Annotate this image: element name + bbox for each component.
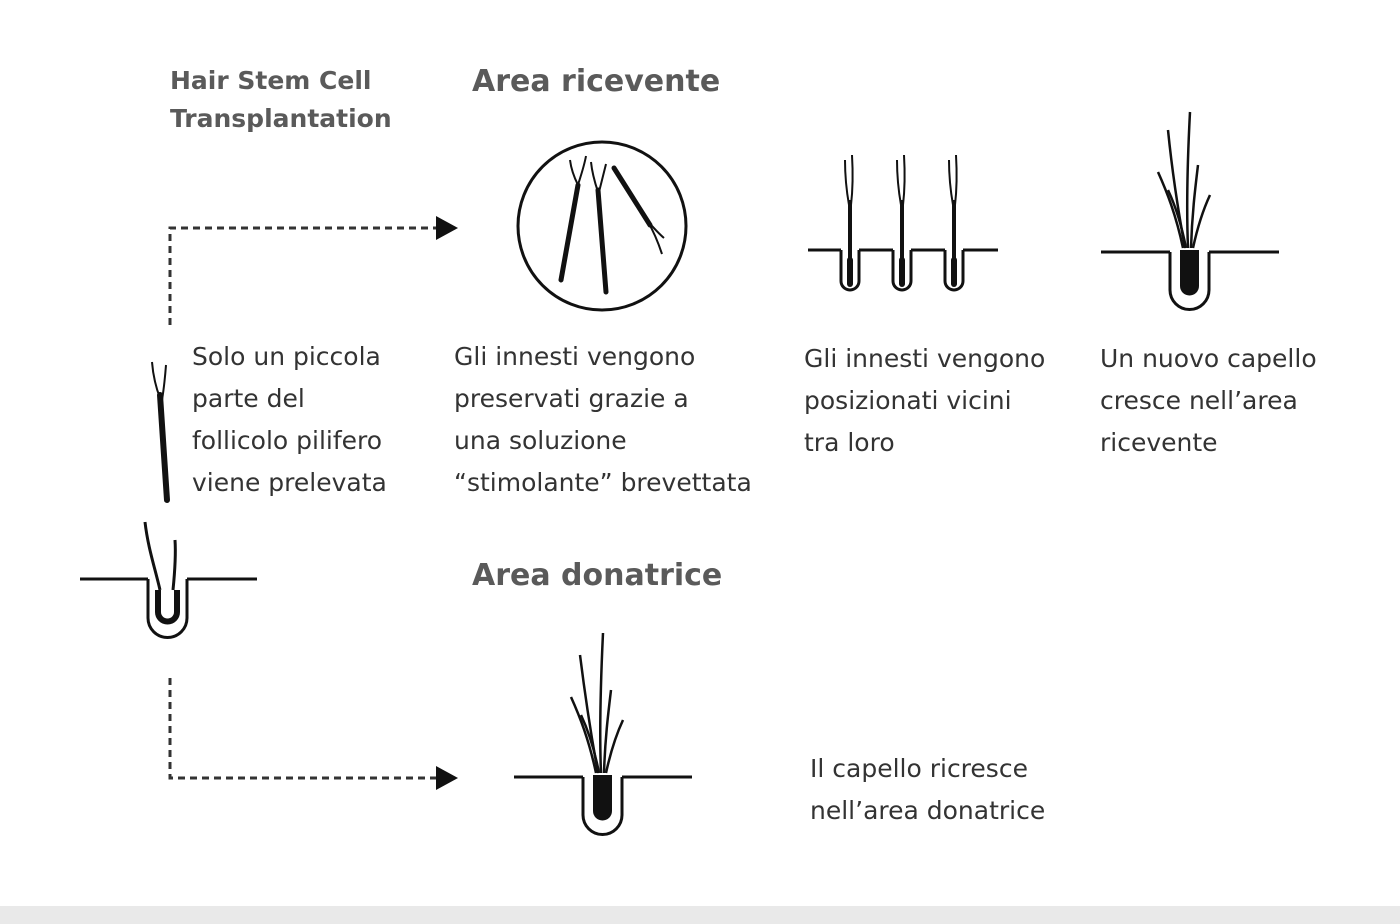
donor-follicle-icon	[80, 521, 257, 639]
donor-area-title: Area donatrice	[472, 558, 723, 593]
new-hair-caption: Un nuovo capello cresce nell’area riceve…	[1100, 344, 1317, 457]
diagram-heading: Hair Stem Cell Transplantation	[170, 62, 430, 138]
placed-grafts-caption: Gli innesti vengono posizionati vicini t…	[804, 344, 1046, 457]
regrowth-caption: Il capello ricresce nell’area donatrice	[810, 754, 1046, 825]
bottom-border	[0, 906, 1400, 924]
preserved-grafts-caption: Gli innesti vengono preservati grazie a …	[454, 342, 752, 497]
placed-grafts-icon	[808, 154, 998, 292]
extracted-hair-icon	[151, 361, 170, 503]
arrow-to-recipient	[168, 216, 458, 325]
new-hair-recipient-icon	[1101, 111, 1279, 311]
extraction-caption: Solo un piccola parte del follicolo pili…	[192, 342, 387, 497]
diagram-heading-line1: Hair Stem Cell	[170, 66, 372, 95]
regrown-hair-donor-icon	[514, 632, 692, 836]
arrow-to-donor	[168, 678, 458, 790]
preserved-grafts-icon	[516, 140, 688, 312]
diagram-heading-line2: Transplantation	[170, 104, 392, 133]
recipient-area-title: Area ricevente	[472, 64, 721, 99]
